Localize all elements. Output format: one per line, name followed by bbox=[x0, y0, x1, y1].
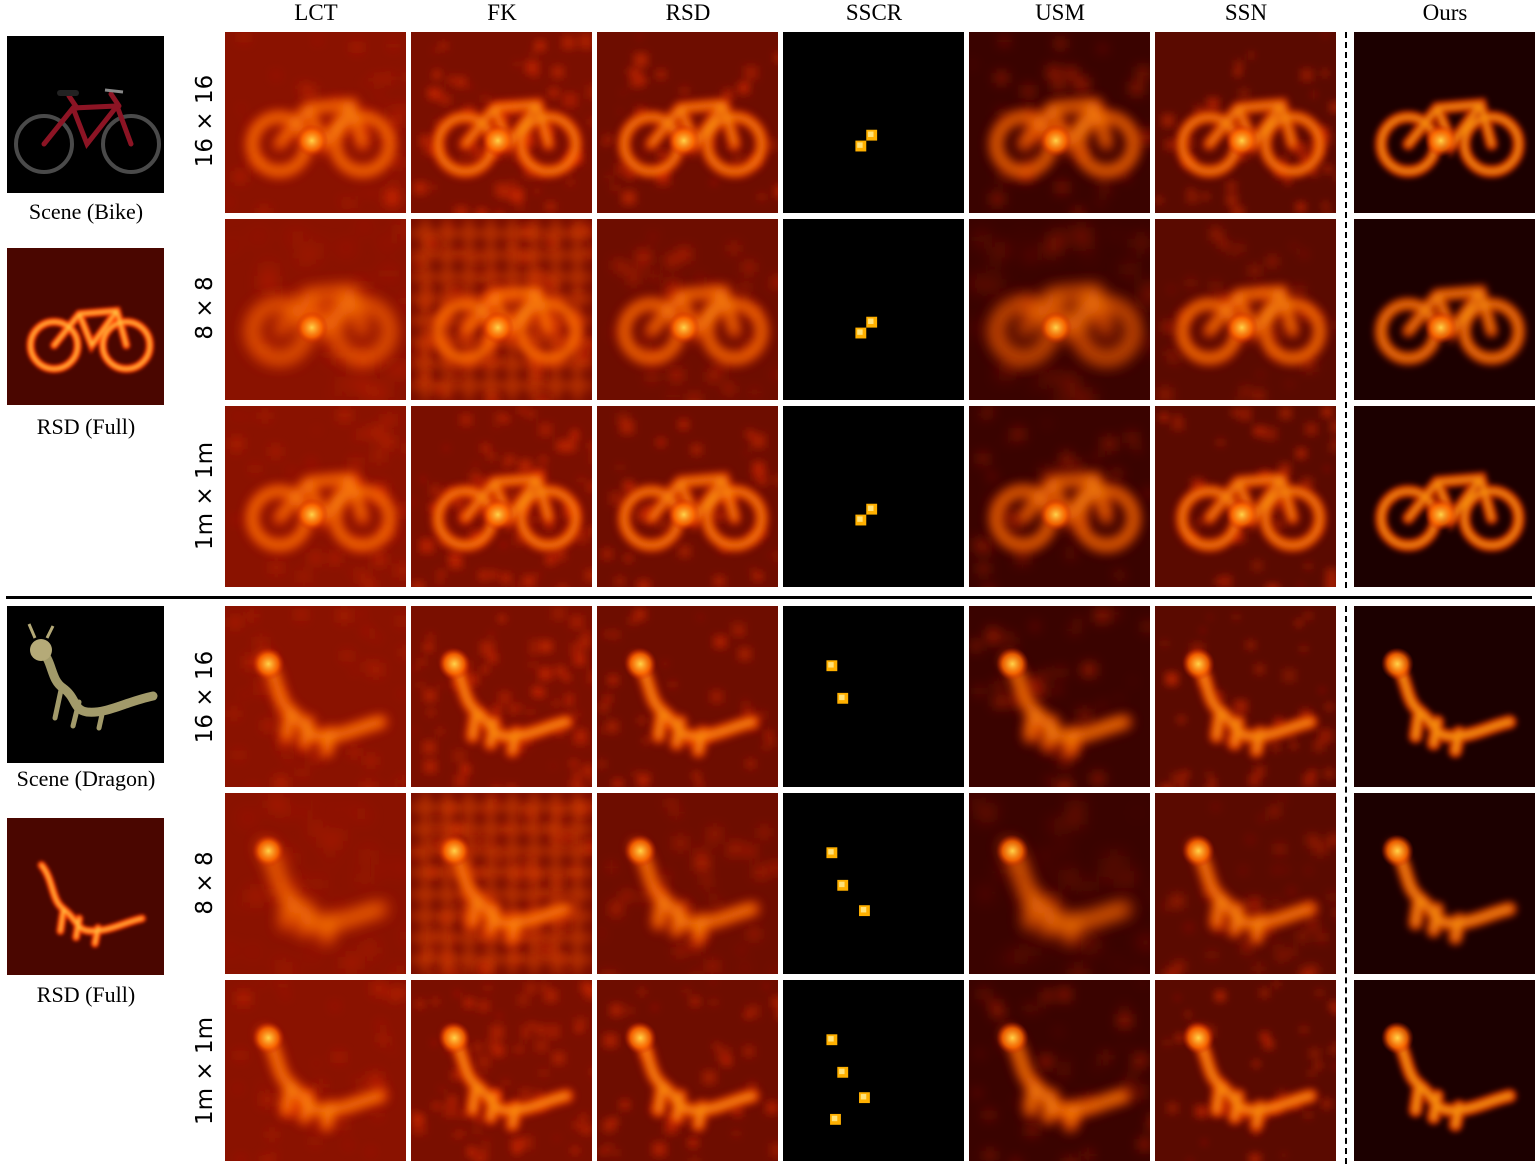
tile-bike-lct-1m bbox=[225, 406, 406, 587]
tile-bike-usm-16x16 bbox=[969, 32, 1150, 213]
tile-dragon-lct-1m bbox=[225, 980, 406, 1161]
tile-dragon-sscr-1m bbox=[783, 980, 964, 1161]
tile-dragon-ssn-16x16 bbox=[1155, 606, 1336, 787]
tile-dragon-ours-16x16 bbox=[1354, 606, 1535, 787]
bike-photo bbox=[7, 36, 164, 193]
tile-dragon-sscr-16x16 bbox=[783, 606, 964, 787]
tile-bike-rsd-1m bbox=[597, 406, 778, 587]
scene-dragon-caption: Scene (Dragon) bbox=[16, 766, 156, 791]
dashed-divider-bottom bbox=[1345, 606, 1347, 1164]
tile-bike-usm-8x8 bbox=[969, 219, 1150, 400]
dashed-divider-top bbox=[1345, 32, 1347, 588]
tile-bike-ours-16x16 bbox=[1354, 32, 1535, 213]
tile-bike-lct-8x8 bbox=[225, 219, 406, 400]
tile-dragon-lct-16x16 bbox=[225, 606, 406, 787]
tile-dragon-usm-8x8 bbox=[969, 793, 1150, 974]
tile-bike-sscr-8x8 bbox=[783, 219, 964, 400]
rsd-full-bike-heatmap bbox=[7, 248, 164, 405]
reference-dragon-caption: RSD (Full) bbox=[36, 982, 136, 1007]
tile-bike-sscr-16x16 bbox=[783, 32, 964, 213]
row-label-bike-8x8: 8 × 8 bbox=[192, 276, 218, 340]
tile-dragon-rsd-8x8 bbox=[597, 793, 778, 974]
row-label-dragon-16x16: 16 × 16 bbox=[192, 650, 218, 744]
tile-dragon-lct-8x8 bbox=[225, 793, 406, 974]
header-usm: USM bbox=[1035, 0, 1085, 25]
tile-bike-rsd-8x8 bbox=[597, 219, 778, 400]
tile-bike-fk-8x8 bbox=[411, 219, 592, 400]
header-ours: Ours bbox=[1422, 0, 1468, 25]
tile-dragon-usm-16x16 bbox=[969, 606, 1150, 787]
scene-bike-caption: Scene (Bike) bbox=[28, 199, 144, 224]
reference-bike-caption: RSD (Full) bbox=[36, 414, 136, 439]
scene-dragon-thumbnail bbox=[7, 606, 164, 763]
tile-bike-ssn-16x16 bbox=[1155, 32, 1336, 213]
tile-bike-sscr-1m bbox=[783, 406, 964, 587]
tile-bike-usm-1m bbox=[969, 406, 1150, 587]
reference-dragon-thumbnail bbox=[7, 818, 164, 975]
tile-dragon-ssn-1m bbox=[1155, 980, 1336, 1161]
tile-bike-ssn-8x8 bbox=[1155, 219, 1336, 400]
scene-separator-line bbox=[6, 596, 1532, 599]
header-rsd: RSD bbox=[665, 0, 711, 25]
reference-bike-thumbnail bbox=[7, 248, 164, 405]
tile-bike-fk-1m bbox=[411, 406, 592, 587]
tile-bike-lct-16x16 bbox=[225, 32, 406, 213]
row-label-bike-16x16: 16 × 16 bbox=[192, 74, 218, 168]
row-label-dragon-1m: 1m × 1m bbox=[192, 1017, 218, 1125]
header-lct: LCT bbox=[294, 0, 338, 25]
tile-dragon-fk-8x8 bbox=[411, 793, 592, 974]
tile-dragon-fk-16x16 bbox=[411, 606, 592, 787]
tile-bike-fk-16x16 bbox=[411, 32, 592, 213]
row-label-bike-1m: 1m × 1m bbox=[192, 442, 218, 550]
tile-dragon-rsd-1m bbox=[597, 980, 778, 1161]
header-ssn: SSN bbox=[1224, 0, 1268, 25]
tile-dragon-ours-8x8 bbox=[1354, 793, 1535, 974]
tile-dragon-rsd-16x16 bbox=[597, 606, 778, 787]
scene-bike-thumbnail bbox=[7, 36, 164, 193]
rsd-full-dragon-heatmap bbox=[7, 818, 164, 975]
tile-dragon-usm-1m bbox=[969, 980, 1150, 1161]
dragon-photo bbox=[7, 606, 164, 763]
tile-dragon-fk-1m bbox=[411, 980, 592, 1161]
header-sscr: SSCR bbox=[845, 0, 903, 25]
header-fk: FK bbox=[487, 0, 517, 25]
tile-bike-ours-1m bbox=[1354, 406, 1535, 587]
tile-bike-ssn-1m bbox=[1155, 406, 1336, 587]
tile-dragon-ours-1m bbox=[1354, 980, 1535, 1161]
tile-bike-ours-8x8 bbox=[1354, 219, 1535, 400]
tile-dragon-sscr-8x8 bbox=[783, 793, 964, 974]
tile-bike-rsd-16x16 bbox=[597, 32, 778, 213]
tile-dragon-ssn-8x8 bbox=[1155, 793, 1336, 974]
row-label-dragon-8x8: 8 × 8 bbox=[192, 851, 218, 915]
